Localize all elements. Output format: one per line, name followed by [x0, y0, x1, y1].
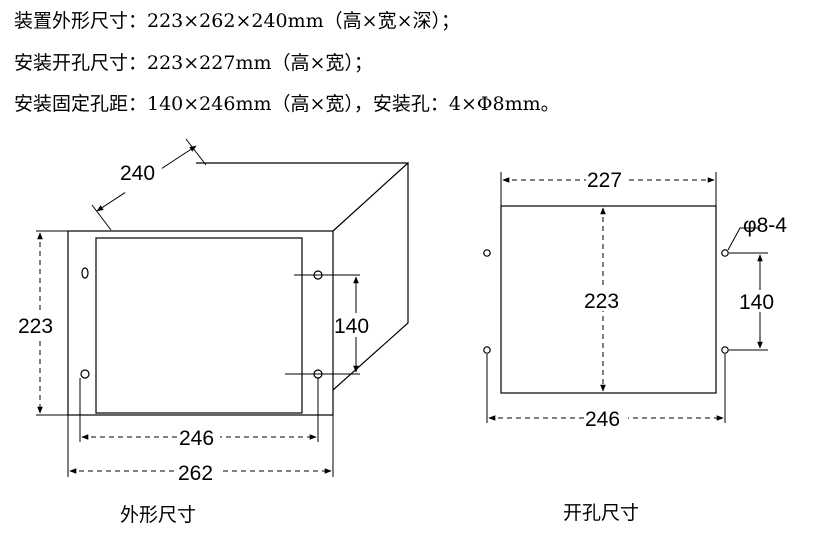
- cutout-rect: [500, 205, 717, 394]
- hole-spec-label: φ8-4: [743, 214, 787, 237]
- cut-height-label: 223: [584, 290, 619, 313]
- outline-drawing: [36, 138, 409, 477]
- hole-h-label: 246: [179, 427, 214, 450]
- cutout-hole-v-label: 140: [739, 291, 774, 314]
- spec-mounting-holes: 安装固定孔距：140×246mm（高×宽），安装孔：4×Φ8mm。: [14, 93, 560, 115]
- cutout-hole-bottom-left: [483, 346, 491, 354]
- cutout-hole-h-label: 246: [585, 408, 620, 431]
- width-label: 262: [178, 462, 213, 485]
- depth-label: 240: [120, 162, 155, 185]
- depth-ext-right: [185, 138, 207, 166]
- cut-width-label: 227: [587, 169, 622, 192]
- mount-hole-bottom-left: [80, 369, 90, 379]
- cutout-drawing: [483, 172, 768, 423]
- hole-v-label: 140: [334, 315, 369, 338]
- device-top-edge: [332, 161, 409, 391]
- cutout-hole-top-left: [483, 249, 491, 257]
- spec-outline-dimensions: 装置外形尺寸：223×262×240mm（高×宽×深）；: [14, 10, 461, 32]
- cutout-hole-top-right: [721, 249, 729, 257]
- spec-cutout-dimensions: 安装开孔尺寸：223×227mm（高×宽）；: [14, 52, 373, 74]
- depth-ext-left: [91, 204, 112, 231]
- mount-hole-top-left: [81, 267, 89, 279]
- cutout-caption: 开孔尺寸: [563, 502, 640, 524]
- front-panel: [67, 230, 334, 416]
- height-label: 223: [18, 315, 53, 338]
- cutout-hole-bottom-right: [721, 346, 729, 354]
- panel-window: [95, 237, 303, 414]
- outline-caption: 外形尺寸: [120, 504, 197, 526]
- hole-spec-leader: [727, 227, 760, 251]
